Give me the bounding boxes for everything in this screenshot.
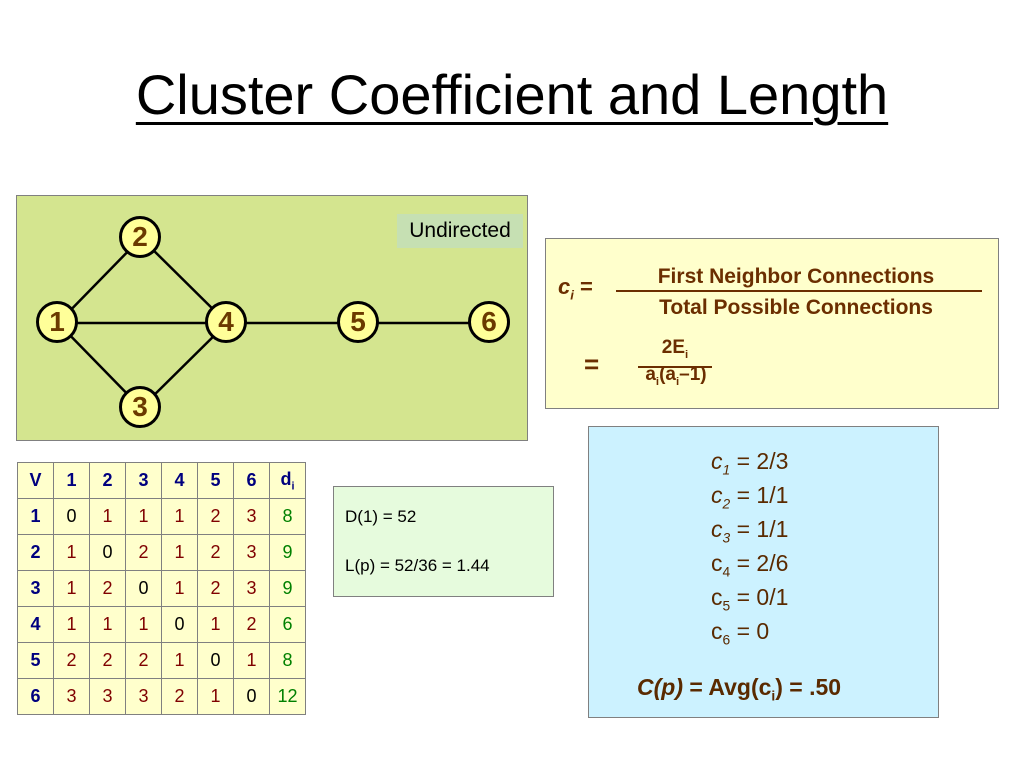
distance-cell: 0 xyxy=(89,534,126,571)
distance-cell: 1 xyxy=(125,498,162,535)
distance-cell: 3 xyxy=(89,678,126,715)
distance-cell: 2 xyxy=(89,642,126,679)
header-col: 5 xyxy=(197,462,234,499)
row-vertex: 1 xyxy=(17,498,54,535)
distance-cell: 2 xyxy=(197,534,234,571)
coefficient-line: c4 = 2/6 xyxy=(711,550,789,580)
header-v: V xyxy=(17,462,54,499)
distance-cell: 1 xyxy=(161,570,198,607)
distance-cell: 2 xyxy=(161,678,198,715)
degree-cell: 8 xyxy=(269,498,306,535)
degree-cell: 8 xyxy=(269,642,306,679)
row-vertex: 6 xyxy=(17,678,54,715)
node-5: 5 xyxy=(337,301,379,343)
slide-title: Cluster Coefficient and Length xyxy=(135,63,889,126)
coefficient-line: c6 = 0 xyxy=(711,618,770,648)
row-vertex: 2 xyxy=(17,534,54,571)
node-4: 4 xyxy=(205,301,247,343)
distance-cell: 2 xyxy=(53,642,90,679)
distance-cell: 3 xyxy=(53,678,90,715)
distance-sum-text: D(1) = 52 xyxy=(345,507,417,526)
formula-denominator: Total Possible Connections xyxy=(659,296,933,319)
distance-cell: 1 xyxy=(161,534,198,571)
distance-cell: 2 xyxy=(197,498,234,535)
distance-cell: 1 xyxy=(197,606,234,643)
node-3: 3 xyxy=(119,386,161,428)
undirected-label: Undirected xyxy=(397,214,523,248)
distance-cell: 1 xyxy=(53,606,90,643)
degree-cell: 6 xyxy=(269,606,306,643)
row-vertex: 5 xyxy=(17,642,54,679)
distance-cell: 1 xyxy=(89,606,126,643)
distance-cell: 1 xyxy=(197,678,234,715)
distance-cell: 0 xyxy=(53,498,90,535)
distance-cell: 3 xyxy=(233,570,270,607)
distance-cell: 1 xyxy=(53,534,90,571)
degree-cell: 12 xyxy=(269,678,306,715)
distance-cell: 1 xyxy=(161,498,198,535)
distance-cell: 3 xyxy=(233,534,270,571)
header-degree: di xyxy=(269,462,306,499)
distance-cell: 1 xyxy=(89,498,126,535)
graph-panel: Undirected 1 2 3 4 5 6 xyxy=(16,195,528,441)
node-1: 1 xyxy=(36,301,78,343)
distance-cell: 1 xyxy=(53,570,90,607)
path-length-box: D(1) = 52 L(p) = 52/36 = 1.44 xyxy=(333,486,554,597)
degree-cell: 9 xyxy=(269,534,306,571)
distance-cell: 2 xyxy=(233,606,270,643)
fraction-bar xyxy=(616,290,982,292)
path-length-text: L(p) = 52/36 = 1.44 xyxy=(345,556,490,575)
distance-cell: 1 xyxy=(161,642,198,679)
distance-cell: 0 xyxy=(161,606,198,643)
distance-cell: 0 xyxy=(197,642,234,679)
distance-cell: 2 xyxy=(197,570,234,607)
header-col: 3 xyxy=(125,462,162,499)
coefficient-line: c1 = 2/3 xyxy=(711,448,789,478)
row-vertex: 3 xyxy=(17,570,54,607)
header-col: 4 xyxy=(161,462,198,499)
header-col: 1 xyxy=(53,462,90,499)
node-2: 2 xyxy=(119,216,161,258)
distance-cell: 3 xyxy=(125,678,162,715)
coefficient-line: c2 = 1/1 xyxy=(711,482,789,512)
coefficient-line: c5 = 0/1 xyxy=(711,584,789,614)
degree-cell: 9 xyxy=(269,570,306,607)
distance-cell: 3 xyxy=(233,498,270,535)
cluster-formula-box: ci = First Neighbor Connections Total Po… xyxy=(545,238,999,409)
formula-lhs: ci = xyxy=(558,274,593,303)
distance-cell: 2 xyxy=(125,642,162,679)
distance-cell: 0 xyxy=(125,570,162,607)
table-header-row: V 1 2 3 4 5 6 di xyxy=(17,462,306,499)
formula-numerator-2: 2Ei xyxy=(638,337,712,368)
formula-equals: = xyxy=(584,349,600,379)
formula-numerator: First Neighbor Connections xyxy=(657,265,935,288)
average-coefficient: C(p) = Avg(ci) = .50 xyxy=(637,674,842,704)
coefficients-box: c1 = 2/3 c2 = 1/1 c3 = 1/1 c4 = 2/6 c5 = 0/1… xyxy=(588,426,939,718)
distance-cell: 2 xyxy=(89,570,126,607)
distance-cell: 1 xyxy=(125,606,162,643)
distance-cell: 2 xyxy=(125,534,162,571)
header-col: 2 xyxy=(89,462,126,499)
header-col: 6 xyxy=(233,462,270,499)
distance-cell: 0 xyxy=(233,678,270,715)
distance-cell: 1 xyxy=(233,642,270,679)
formula-denominator-2: ai(ai–1) xyxy=(645,364,707,388)
coefficient-line: c3 = 1/1 xyxy=(711,516,789,546)
row-vertex: 4 xyxy=(17,606,54,643)
node-6: 6 xyxy=(468,301,510,343)
